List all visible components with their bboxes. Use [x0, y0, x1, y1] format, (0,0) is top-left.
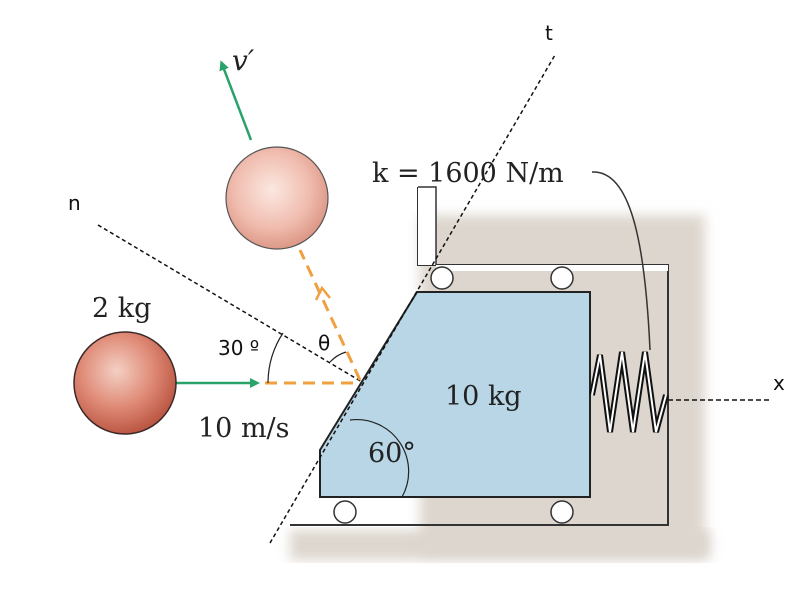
t-axis-line [269, 54, 556, 544]
ball-speed-label: 10 m/s [198, 413, 290, 444]
angle-theta-arc [329, 351, 347, 363]
housing-frame [290, 186, 669, 526]
angle-theta-label: θ [318, 331, 330, 355]
angle-60-arc [349, 418, 410, 498]
roller-top-right [550, 266, 574, 290]
spring-leader-line [591, 171, 651, 351]
t-axis-label: t [545, 21, 553, 45]
x-axis-label: x [773, 371, 785, 395]
velocity-after-label: v′ [232, 44, 255, 77]
angle-60-label: 60° [368, 438, 416, 469]
block-mass-label: 10 kg [445, 381, 522, 412]
n-axis-label: n [68, 191, 81, 215]
rebound-path-dashed [298, 249, 362, 381]
ball-before-impact [73, 331, 177, 435]
rebound-path-chevron [314, 285, 331, 301]
roller-bottom-right [550, 500, 574, 524]
angle-30-label: 30 º [218, 336, 259, 360]
spring [589, 351, 669, 433]
ball-after-impact [225, 146, 329, 250]
rebound-velocity-arrow [219, 60, 253, 141]
rollers [333, 266, 574, 524]
spring-constant-label: k = 1600 N/m [372, 158, 564, 189]
angle-30-arc [267, 332, 284, 384]
roller-top-left [430, 266, 454, 290]
roller-bottom-left [333, 500, 357, 524]
n-axis-line [97, 224, 363, 383]
ball-mass-label: 2 kg [92, 293, 151, 324]
